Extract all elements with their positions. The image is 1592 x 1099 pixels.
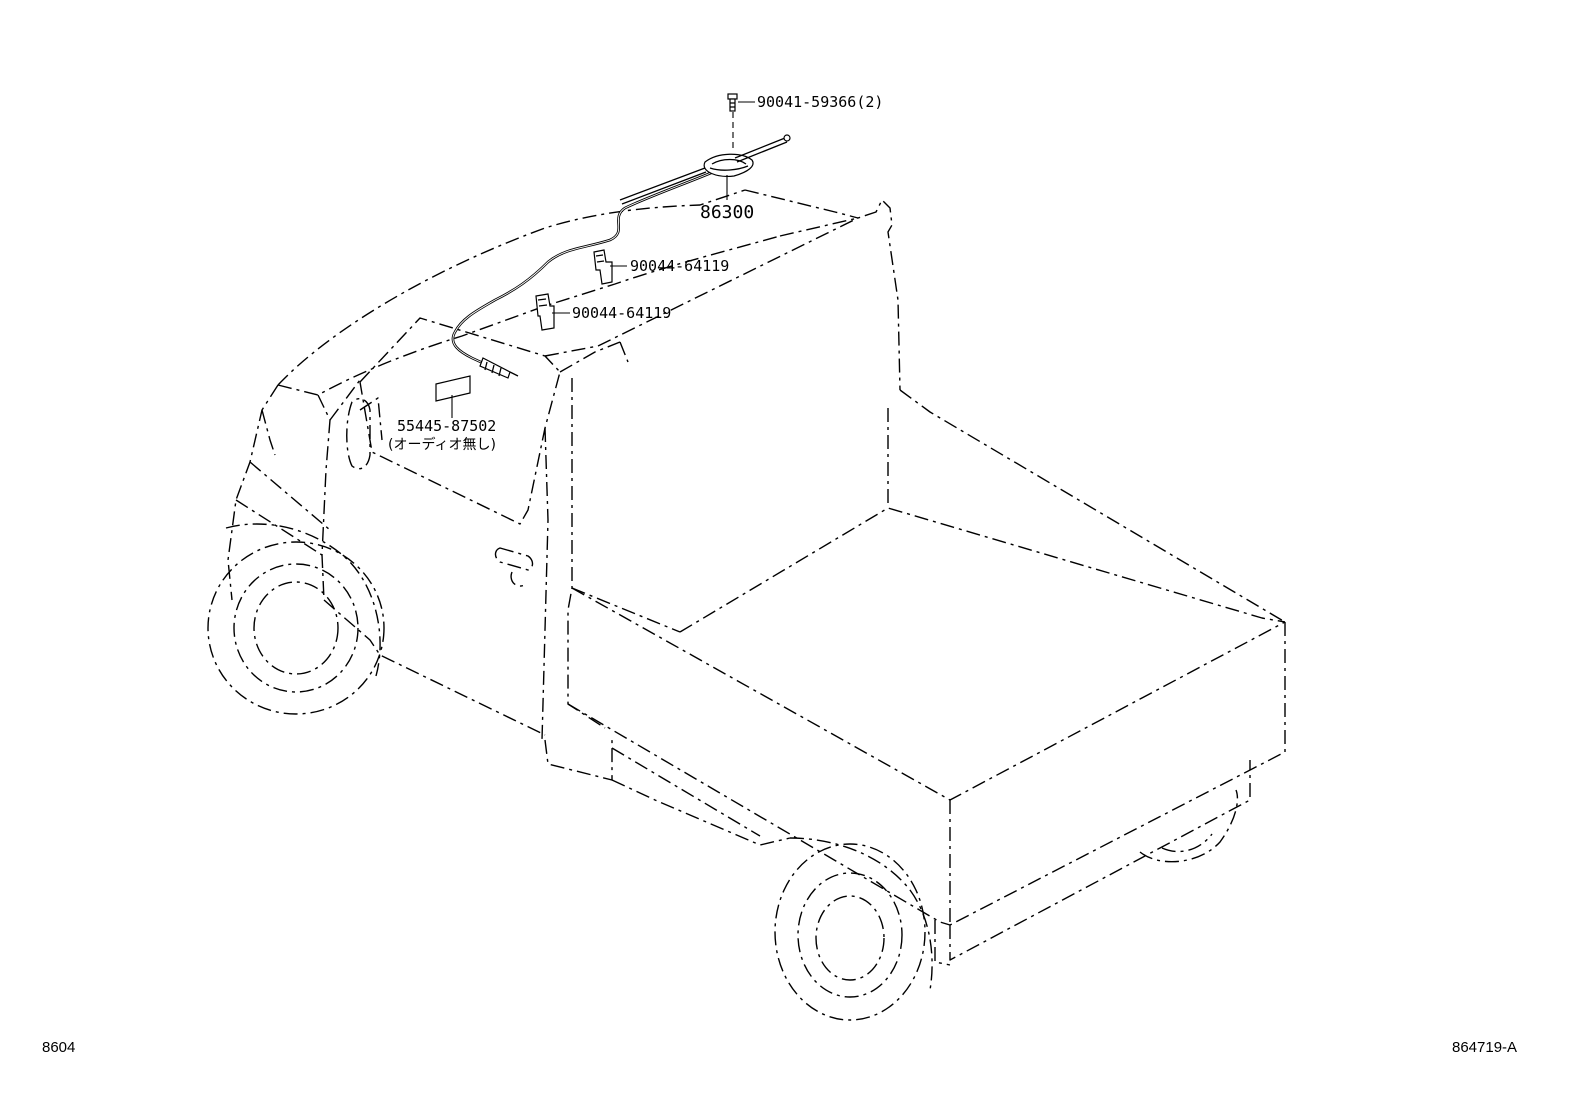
- antenna-part-number: 86300: [700, 202, 755, 223]
- bolt-icon: [727, 93, 738, 112]
- clamp-upper-part-number: 90044-64119: [630, 257, 730, 275]
- door-handle: [494, 547, 534, 587]
- antenna-assembly: [619, 134, 791, 205]
- clamp-lower-icon: [535, 293, 555, 331]
- front-wheel: [207, 523, 385, 715]
- bolt-part-number: 90041-59366(2): [757, 93, 884, 111]
- caution-label: [435, 375, 471, 402]
- figure-code-right: 864719-A: [1452, 1039, 1518, 1056]
- leader-lines: [451, 101, 755, 418]
- truck-outline: [227, 189, 1286, 966]
- side-mirror: [346, 397, 383, 470]
- clamp-upper-icon: [593, 249, 613, 285]
- rear-wheel: [774, 837, 933, 1021]
- label-part-note: (オーディオ無し): [388, 437, 496, 453]
- label-part-number: 55445-87502: [397, 417, 497, 435]
- antenna-cable: [451, 168, 720, 379]
- far-rear-wheel: [1139, 789, 1239, 863]
- figure-code-left: 8604: [42, 1039, 76, 1056]
- clamp-lower-part-number: 90044-64119: [572, 304, 672, 322]
